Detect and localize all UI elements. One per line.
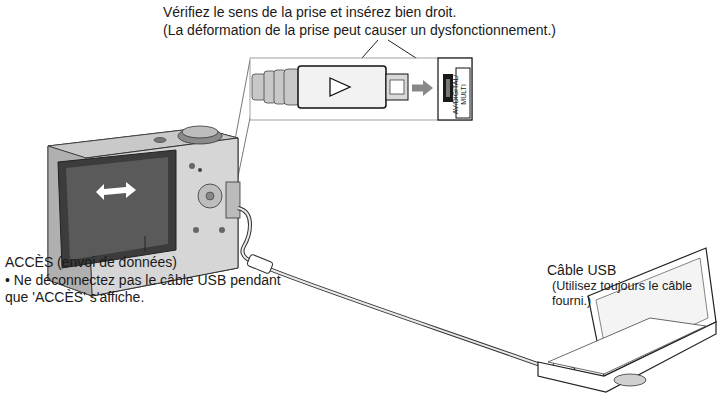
usb-cable [238, 208, 575, 379]
warning-note: • Ne déconnectez pas le câble USB pendan… [5, 272, 287, 306]
plug-closeup [250, 58, 472, 120]
instruction-note: Vérifiez le sens de la prise et insérez … [163, 4, 583, 21]
port-closeup [438, 58, 472, 120]
instruction-note: (La déformation de la prise peut causer … [163, 22, 603, 39]
screen-label: ACCÈS (envoi de données) [5, 254, 245, 271]
laptop-illustration [538, 248, 716, 392]
cable-label: Câble USB [547, 262, 717, 279]
camera-illustration [48, 126, 240, 296]
port-label: AV/DIGITAL/ MULTI [452, 68, 469, 120]
cable-note: (Utilisez toujours le câble fourni.) [552, 279, 717, 309]
